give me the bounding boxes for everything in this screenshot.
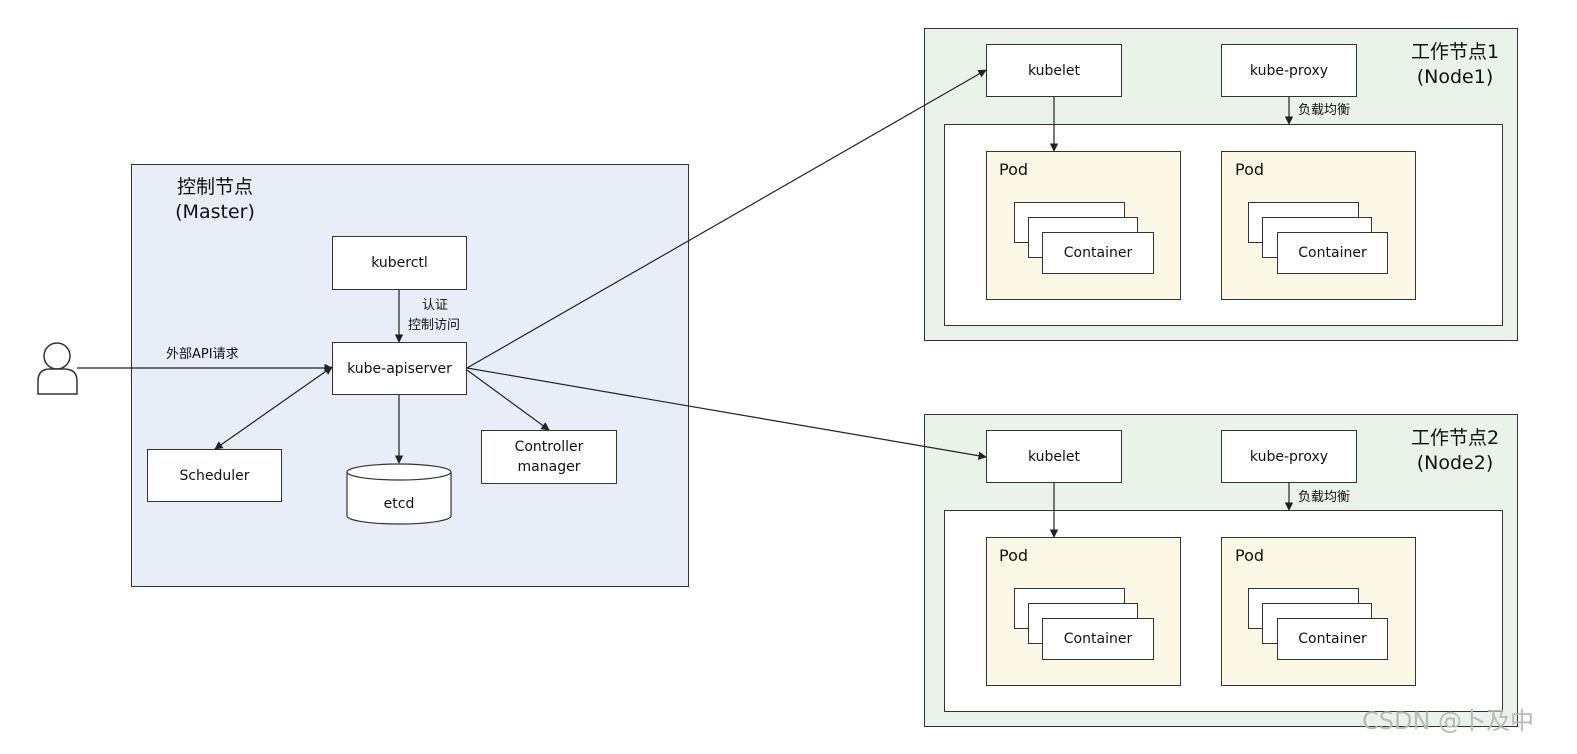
node1-kube-proxy-label: kube-proxy (1249, 62, 1329, 79)
arrow-apiserver-to-controller (466, 369, 550, 431)
watermark: CSDN @卜及中 (1362, 707, 1535, 735)
node2-kube-proxy-box[interactable]: kube-proxy (1221, 430, 1357, 483)
kubectl-label: kuberctl (371, 255, 428, 271)
external-request-label: 外部API请求 (166, 347, 239, 362)
arrow-apiserver-to-node2-kubelet (466, 367, 987, 460)
node2-kubelet-box[interactable]: kubelet (986, 430, 1122, 483)
node2-pod-1-container[interactable]: Container (1042, 618, 1154, 660)
node1-title-line1: 工作节点1 (1410, 41, 1500, 63)
node1-kubelet-box[interactable]: kubelet (986, 44, 1122, 97)
node1-pod-1-container[interactable]: Container (1042, 232, 1154, 274)
node2-title: 工作节点2 (Node2) (1400, 426, 1510, 476)
user-icon[interactable] (37, 342, 78, 395)
node1-pod-2-container-label: Container (1298, 245, 1367, 261)
auth-label: 认证 控制访问 (408, 296, 460, 336)
node2-pod-2-container-label: Container (1298, 631, 1367, 647)
kube-apiserver-box[interactable]: kube-apiserver (332, 342, 467, 395)
master-title-line2: (Master) (175, 201, 255, 223)
master-title: 控制节点 (Master) (160, 175, 270, 225)
node1-kubelet-label: kubelet (1027, 62, 1081, 79)
etcd-label: etcd (384, 496, 415, 512)
node2-pod-2-label: Pod (1235, 546, 1265, 565)
node1-pod-1-container-label: Container (1063, 245, 1133, 261)
node1-pod-2-label: Pod (1235, 160, 1265, 179)
kube-apiserver-label: kube-apiserver (347, 360, 452, 377)
node2-load-balance-label: 负载均衡 (1298, 490, 1351, 505)
scheduler-box[interactable]: Scheduler (147, 449, 282, 502)
scheduler-label: Scheduler (179, 467, 250, 484)
node2-kube-proxy-label: kube-proxy (1249, 448, 1329, 465)
node2-kubelet-label: kubelet (1027, 448, 1081, 465)
master-title-line1: 控制节点 (176, 176, 253, 198)
node1-load-balance-label: 负载均衡 (1298, 103, 1351, 118)
controller-manager-line1: Controller (514, 439, 584, 455)
etcd-cylinder[interactable]: etcd (346, 463, 452, 525)
node1-title: 工作节点1 (Node1) (1400, 40, 1510, 90)
controller-manager-box[interactable]: Controller manager (481, 430, 617, 484)
node1-title-line2: (Node1) (1416, 66, 1494, 88)
node1-pod-1-label: Pod (999, 160, 1029, 179)
kubectl-box[interactable]: kuberctl (332, 236, 467, 290)
auth-label-line1: 认证 (422, 298, 449, 313)
auth-label-line2: 控制访问 (408, 318, 461, 333)
node2-pod-1-label: Pod (999, 546, 1029, 565)
node2-title-line1: 工作节点2 (1410, 427, 1500, 449)
node1-pod-2-container[interactable]: Container (1277, 232, 1388, 274)
node2-title-line2: (Node2) (1416, 452, 1494, 474)
node2-pod-1-container-label: Container (1063, 631, 1133, 647)
node2-pod-2-container[interactable]: Container (1277, 618, 1388, 660)
arrow-apiserver-scheduler (214, 366, 333, 450)
node1-kube-proxy-box[interactable]: kube-proxy (1221, 44, 1357, 97)
controller-manager-line2: manager (517, 459, 581, 475)
arrow-apiserver-to-node1-kubelet (466, 69, 987, 369)
